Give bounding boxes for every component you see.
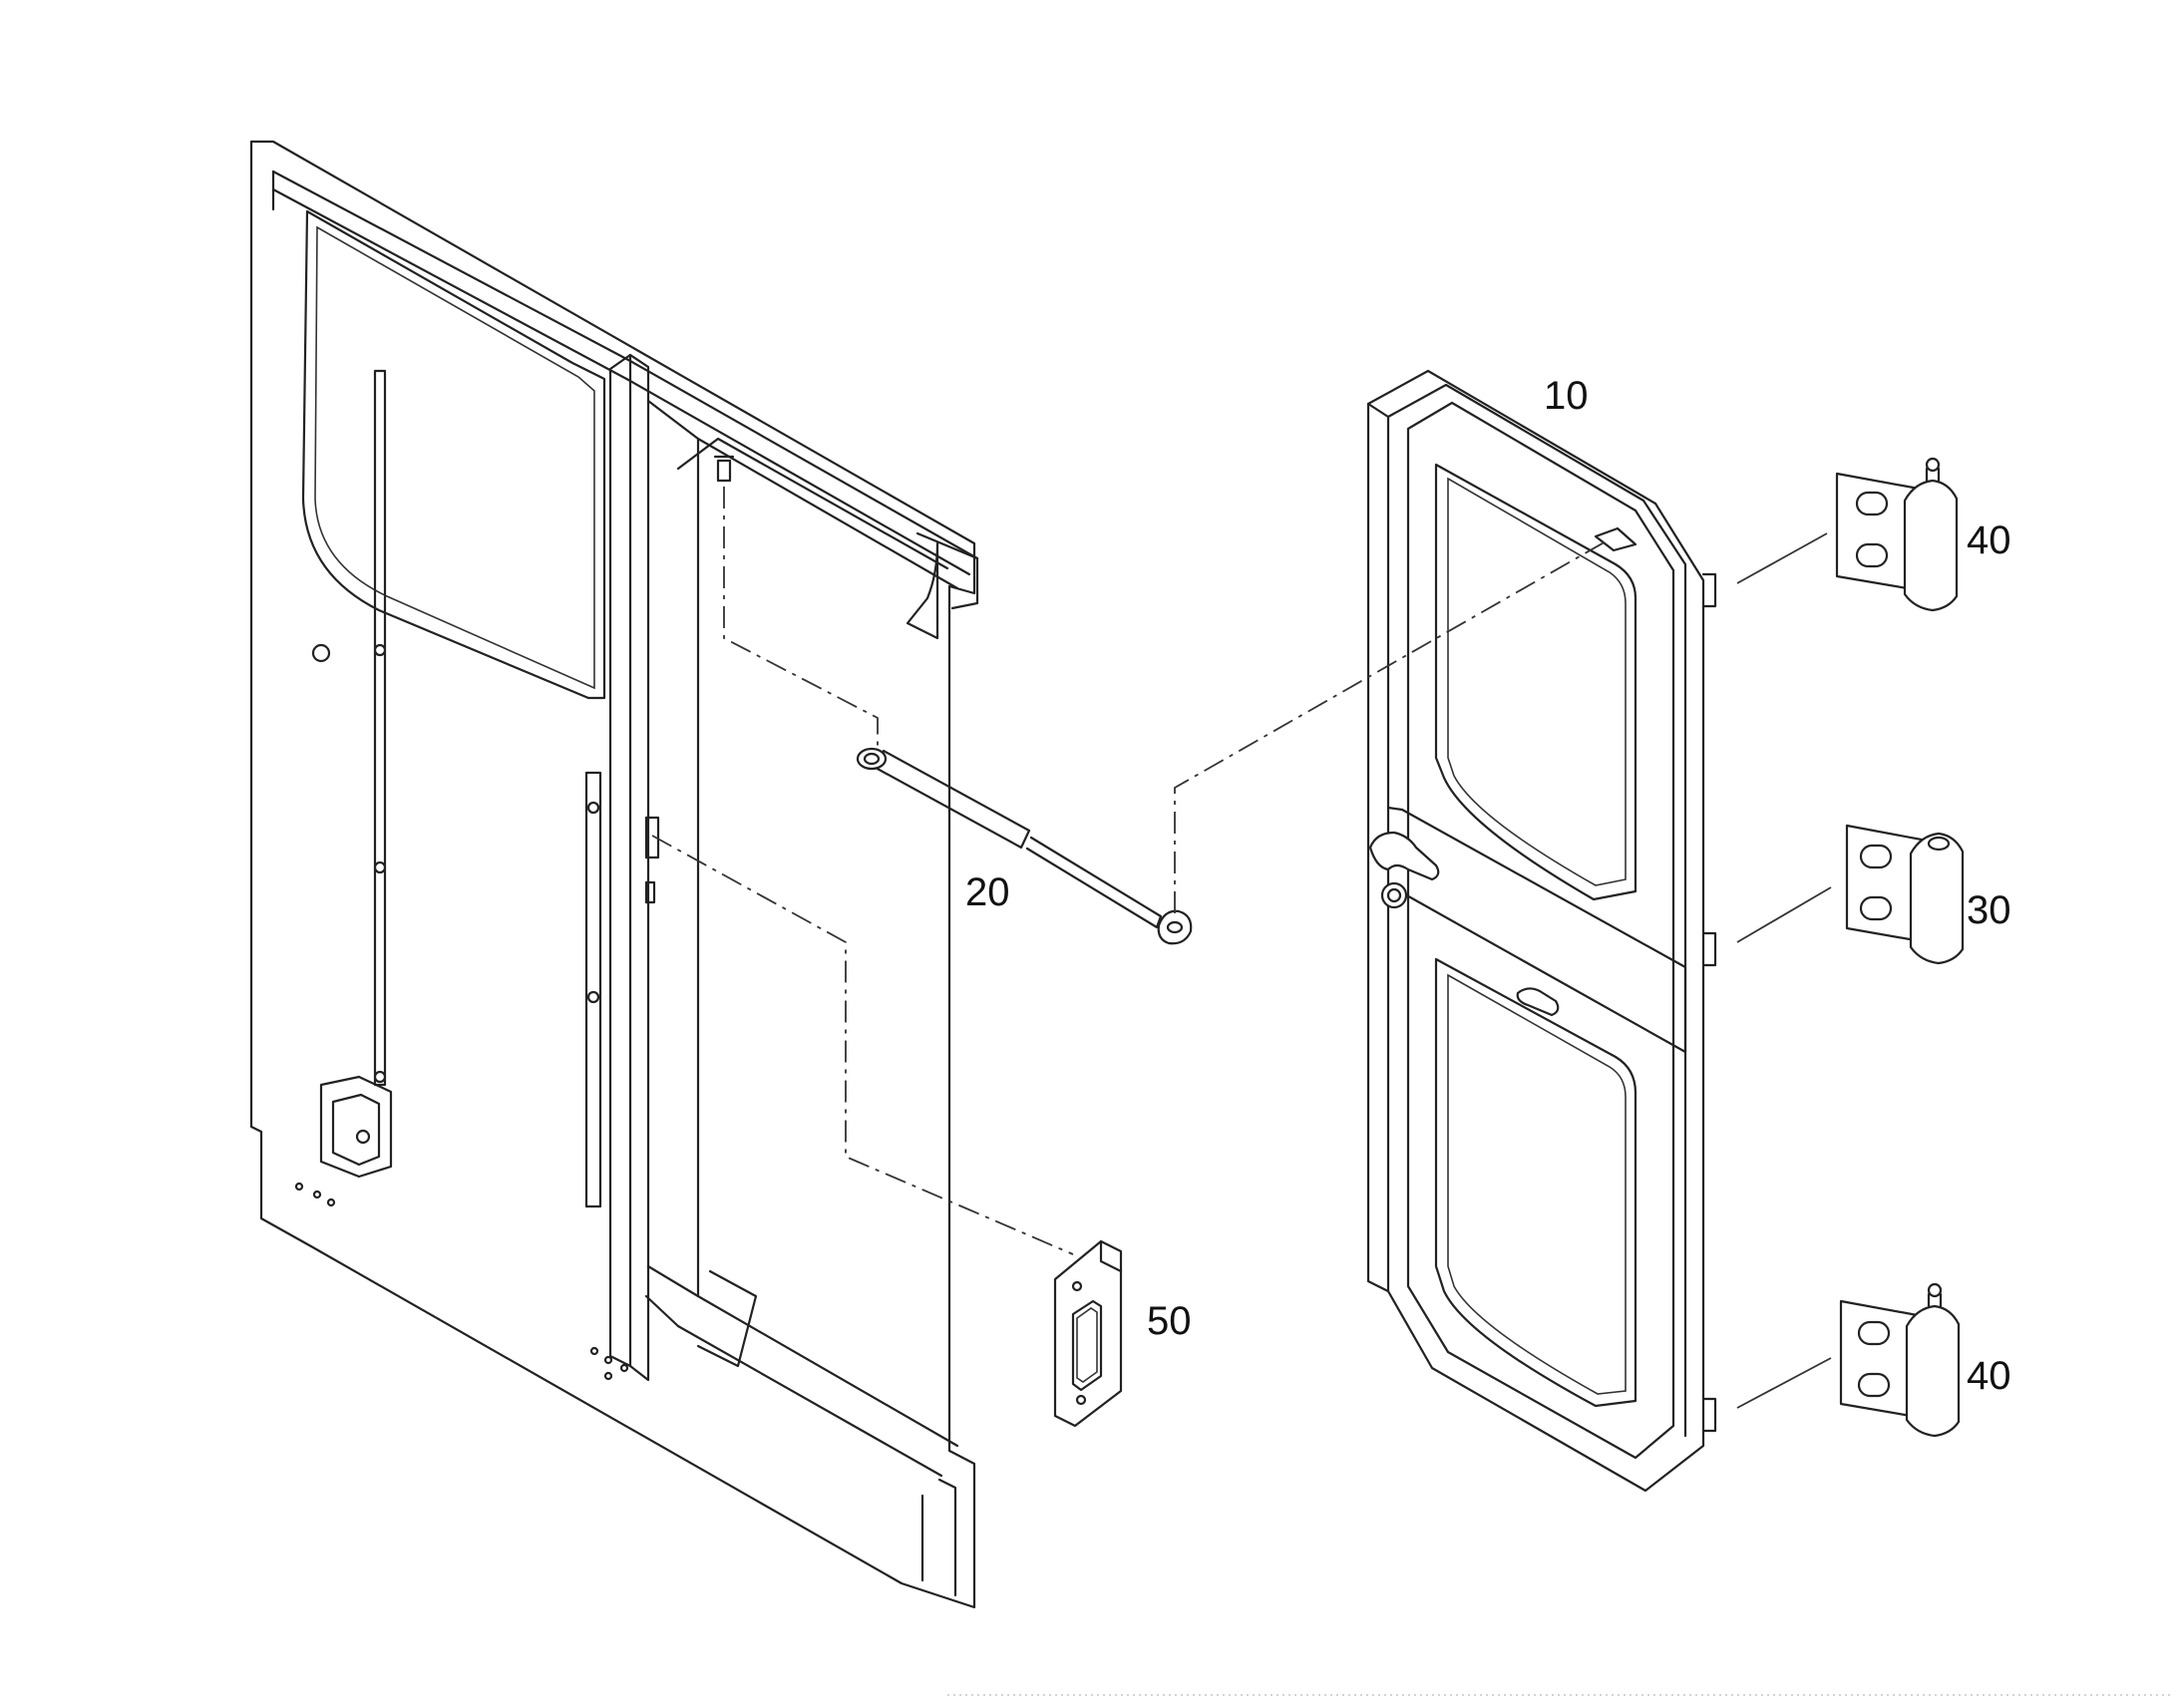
callout-gas-spring: 20 [965,870,1010,914]
hinge-middle [1845,824,1965,965]
hinge-bottom [1839,1282,1961,1438]
cab-door [1366,369,1717,1493]
callout-striker-plate: 50 [1147,1299,1192,1343]
callout-hinge-top: 40 [1967,518,2011,562]
striker-plate [1053,1239,1123,1428]
hinge-top [1835,457,1959,612]
callout-hinge-middle: 30 [1967,888,2011,932]
callout-door: 10 [1544,374,1589,418]
assembly-lines [651,487,1609,1255]
gas-spring [856,747,1193,945]
cab-side-frame [249,140,979,1609]
leader-lines [1736,532,1832,1409]
callout-hinge-bottom: 40 [1967,1354,2011,1398]
